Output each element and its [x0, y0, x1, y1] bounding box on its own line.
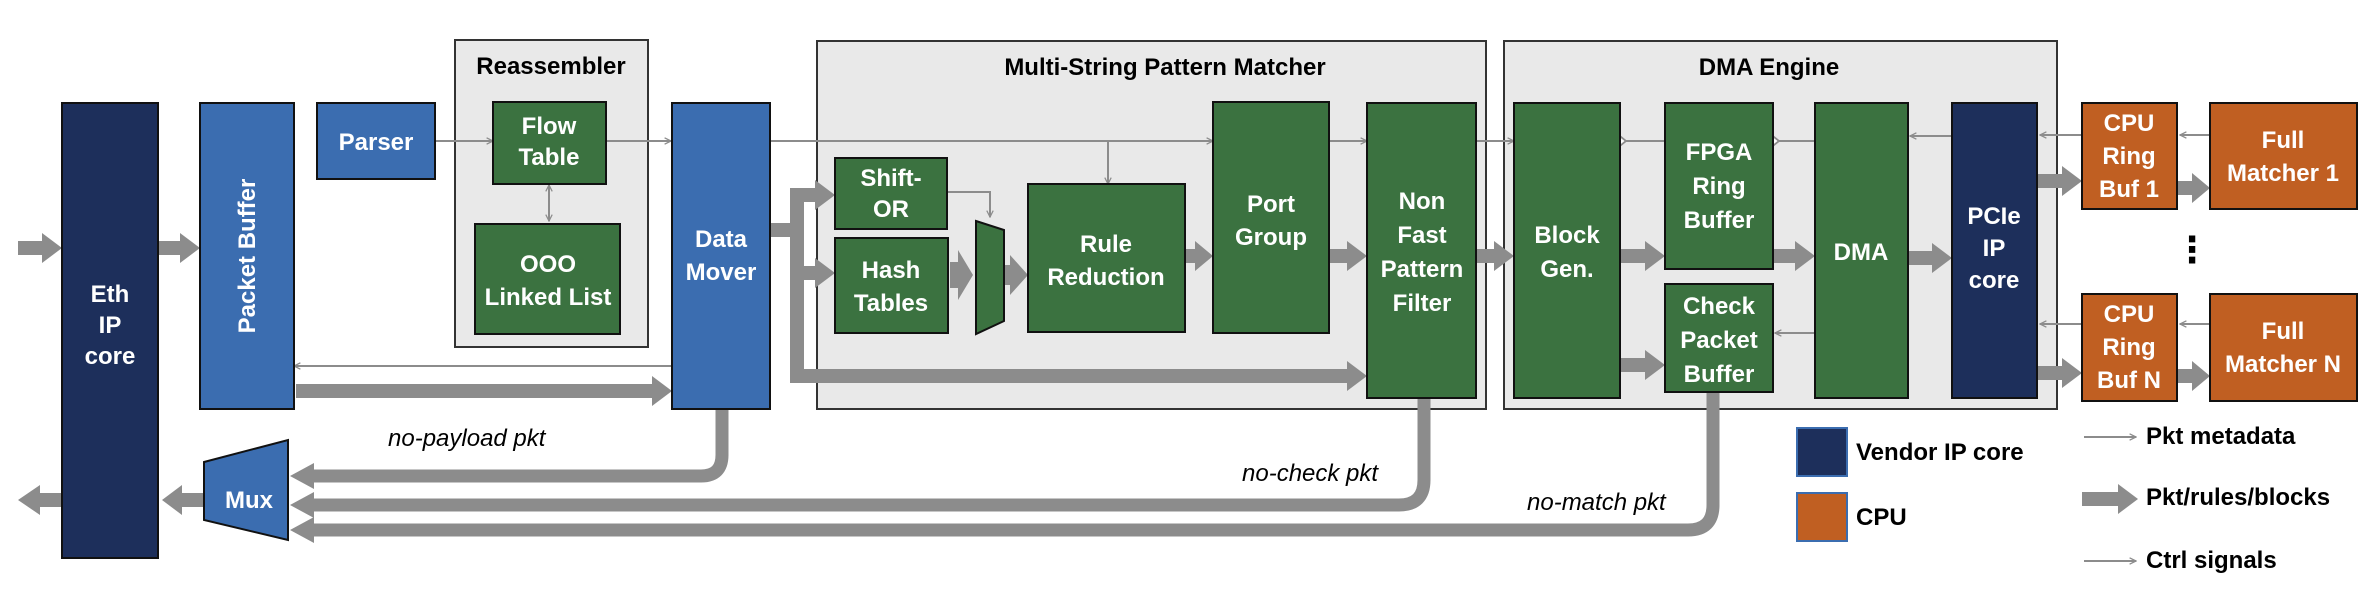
non-fast-pattern-filter: Non Fast Pattern Filter [1366, 102, 1477, 399]
legend-metadata-label: Pkt metadata [2146, 423, 2296, 450]
fmn-label-2: Matcher N [2225, 351, 2341, 378]
fpga-ring-buffer: FPGA Ring Buffer [1664, 102, 1774, 270]
cpb-label-3: Buffer [1684, 361, 1755, 388]
hash-tables: Hash Tables [834, 237, 949, 334]
eth-label-1: Eth [91, 281, 130, 308]
result-combiner [975, 219, 1005, 336]
mux: Mux [203, 438, 289, 542]
fm1-label-2: Matcher 1 [2227, 160, 2339, 187]
pcie-ip-core: PCIe IP core [1951, 102, 2038, 399]
nfpf-label-4: Filter [1393, 290, 1452, 317]
legend-thick-arrow [2082, 484, 2138, 514]
parser: Parser [316, 102, 436, 180]
no-match-label: no-match pkt [1527, 489, 1667, 516]
packet-buffer: Packet Buffer [199, 102, 295, 410]
legend-vendor-label: Vendor IP core [1856, 439, 2024, 466]
mux-label: Mux [225, 487, 274, 514]
thick-flows [18, 166, 2210, 515]
vertical-ellipsis: ⋮ [2174, 229, 2210, 270]
legend-cpu-swatch [1796, 492, 1848, 542]
block-gen-label-1: Block [1534, 222, 1600, 249]
crb1-label-1: CPU [2104, 110, 2155, 137]
fm1-label-1: Full [2262, 127, 2305, 154]
pcie-label-3: core [1969, 267, 2020, 294]
legend-thick-label: Pkt/rules/blocks [2146, 484, 2330, 511]
data-mover-label-1: Data [695, 226, 748, 253]
nfpf-label-2: Fast [1397, 222, 1446, 249]
dma-label: DMA [1834, 239, 1889, 266]
flow-table: Flow Table [492, 101, 607, 185]
thin-arrows [294, 135, 2210, 366]
dma: DMA [1814, 102, 1909, 399]
hash-tables-label-2: Tables [854, 290, 928, 317]
nfpf-label-1: Non [1399, 188, 1446, 215]
cpb-label-2: Packet [1680, 327, 1757, 354]
shift-or-label-2: OR [873, 196, 909, 223]
crbn-label-3: Buf N [2097, 367, 2161, 394]
pattern-matcher-title: Multi-String Pattern Matcher [1004, 54, 1325, 81]
return-arrowheads [290, 463, 314, 543]
no-check-label: no-check pkt [1242, 460, 1379, 487]
ooo-label-2: Linked List [485, 284, 612, 311]
legend-cpu-label: CPU [1856, 504, 1907, 531]
nfpf-label-3: Pattern [1381, 256, 1464, 283]
pcie-label-2: IP [1983, 235, 2006, 262]
fmn-label-1: Full [2262, 318, 2305, 345]
legend-ctrl-label: Ctrl signals [2146, 547, 2277, 574]
shift-or-label-1: Shift- [860, 165, 921, 192]
eth-label-2: IP [99, 312, 122, 339]
fpga-rb-label-2: Ring [1692, 173, 1745, 200]
data-mover: Data Mover [671, 102, 771, 410]
parser-label: Parser [339, 129, 414, 156]
rule-reduction-label-1: Rule [1080, 231, 1132, 258]
cpu-ring-buf-n: CPU Ring Buf N [2081, 293, 2178, 402]
fpga-rb-label-3: Buffer [1684, 207, 1755, 234]
port-group: Port Group [1212, 101, 1330, 334]
fpga-rb-label-1: FPGA [1686, 139, 1753, 166]
full-matcher-1: Full Matcher 1 [2209, 102, 2358, 210]
shift-or: Shift- OR [834, 157, 948, 230]
ooo-linked-list: OOO Linked List [474, 223, 621, 335]
cpu-ring-buf-1: CPU Ring Buf 1 [2081, 102, 2178, 210]
rule-reduction-label-2: Reduction [1047, 264, 1164, 291]
legend: Vendor IP core CPU Pkt metadata Pkt/rule… [1796, 423, 2330, 574]
no-payload-label: no-payload pkt [388, 425, 547, 452]
legend-vendor-swatch [1796, 427, 1848, 477]
packet-buffer-label: Packet Buffer [234, 179, 261, 334]
full-matcher-n: Full Matcher N [2209, 293, 2358, 402]
crb1-label-3: Buf 1 [2099, 176, 2159, 203]
block-gen-label-2: Gen. [1540, 256, 1593, 283]
flow-table-label-1: Flow [522, 113, 577, 140]
crbn-label-1: CPU [2104, 301, 2155, 328]
data-mover-label-2: Mover [686, 259, 757, 286]
crbn-label-2: Ring [2102, 334, 2155, 361]
eth-label-3: core [85, 343, 136, 370]
ooo-label-1: OOO [520, 251, 576, 278]
crb1-label-2: Ring [2102, 143, 2155, 170]
cpb-label-1: Check [1683, 293, 1756, 320]
rule-reduction: Rule Reduction [1027, 183, 1186, 333]
hash-tables-label-1: Hash [862, 257, 921, 284]
dma-engine-title: DMA Engine [1699, 54, 1839, 81]
block-gen: Block Gen. [1513, 102, 1621, 399]
check-packet-buffer: Check Packet Buffer [1664, 283, 1774, 393]
eth-ip-core: Eth IP core [61, 102, 159, 559]
flow-table-label-2: Table [519, 144, 580, 171]
port-group-label-2: Group [1235, 224, 1307, 251]
reassembler-title: Reassembler [476, 53, 625, 80]
return-paths [312, 392, 1720, 537]
pcie-label-1: PCIe [1967, 203, 2020, 230]
port-group-label-1: Port [1247, 191, 1295, 218]
